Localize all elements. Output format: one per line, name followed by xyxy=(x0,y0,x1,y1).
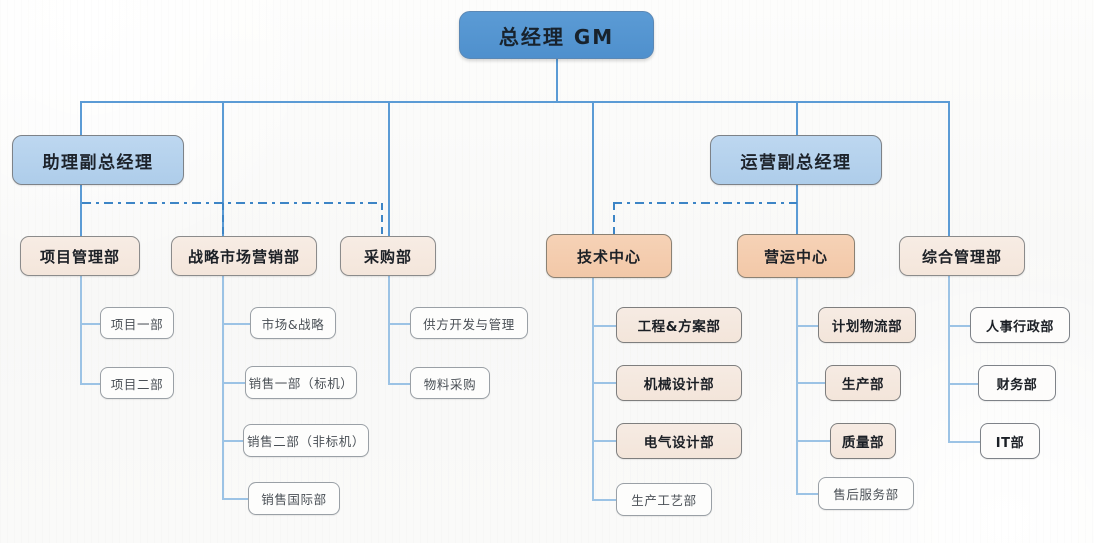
connector-stub-tech-4 xyxy=(592,499,616,501)
leaf-project-2[interactable]: 项目二部 xyxy=(100,367,174,399)
connector-drop-marketing xyxy=(222,101,224,237)
node-assistant-vp[interactable]: 助理副总经理 xyxy=(12,135,184,185)
leaf-ops-4[interactable]: 售后服务部 xyxy=(818,477,914,510)
connector-stub-admin-1 xyxy=(948,325,970,327)
leaf-purchasing-2[interactable]: 物料采购 xyxy=(410,367,490,399)
connector-stub-admin-2 xyxy=(948,383,978,385)
connector-spine-admin xyxy=(948,276,950,442)
connector-drop-purchasing xyxy=(388,101,390,237)
connector-spine-marketing xyxy=(222,276,224,500)
leaf-admin-1[interactable]: 人事行政部 xyxy=(970,307,1070,343)
connector-stub-marketing-4 xyxy=(222,498,248,500)
connector-stub-project-1 xyxy=(80,323,100,325)
connector-stub-tech-2 xyxy=(592,382,616,384)
connector-dotted-drop-tech xyxy=(613,203,615,239)
node-purchasing-dept[interactable]: 采购部 xyxy=(340,236,436,276)
node-strategic-marketing-dept[interactable]: 战略市场营销部 xyxy=(171,236,317,276)
leaf-ops-3[interactable]: 质量部 xyxy=(830,423,896,459)
leaf-project-1[interactable]: 项目一部 xyxy=(100,307,174,339)
connector-stub-marketing-3 xyxy=(222,440,243,442)
leaf-ops-1[interactable]: 计划物流部 xyxy=(818,307,916,343)
connector-spine-purchasing xyxy=(388,276,390,384)
connector-dotted-drop-marketing xyxy=(222,203,224,239)
node-general-admin-dept[interactable]: 综合管理部 xyxy=(899,236,1025,276)
connector-spine-project xyxy=(80,276,82,385)
leaf-ops-2[interactable]: 生产部 xyxy=(825,365,901,401)
connector-spine-tech xyxy=(592,276,594,500)
node-general-manager[interactable]: 总经理 GM xyxy=(459,11,654,59)
leaf-admin-2[interactable]: 财务部 xyxy=(978,365,1056,401)
connector-stub-ops-3 xyxy=(796,440,830,442)
leaf-marketing-2[interactable]: 销售一部（标机） xyxy=(245,366,357,399)
connector-dotted-right-group xyxy=(613,202,797,204)
leaf-tech-1[interactable]: 工程&方案部 xyxy=(616,307,742,343)
connector-dotted-drop-purchasing xyxy=(381,203,383,239)
leaf-tech-4[interactable]: 生产工艺部 xyxy=(616,483,712,516)
connector-stub-purchasing-2 xyxy=(388,383,410,385)
leaf-admin-3[interactable]: IT部 xyxy=(980,423,1040,459)
connector-main-bus xyxy=(80,101,948,103)
connector-gm-trunk xyxy=(556,58,558,102)
connector-stub-ops-2 xyxy=(796,382,825,384)
node-operations-vp[interactable]: 运营副总经理 xyxy=(710,135,882,185)
node-operations-center[interactable]: 营运中心 xyxy=(737,234,855,278)
leaf-purchasing-1[interactable]: 供方开发与管理 xyxy=(410,307,528,339)
connector-stub-tech-1 xyxy=(592,325,616,327)
connector-dotted-left-group xyxy=(82,202,382,204)
leaf-marketing-4[interactable]: 销售国际部 xyxy=(248,482,340,515)
connector-stub-project-2 xyxy=(80,383,100,385)
leaf-marketing-3[interactable]: 销售二部（非标机） xyxy=(243,424,369,457)
leaf-tech-3[interactable]: 电气设计部 xyxy=(616,423,742,459)
connector-spine-ops xyxy=(796,276,798,493)
connector-drop-tech-center xyxy=(592,101,594,237)
connector-drop-general-admin xyxy=(948,101,950,237)
leaf-tech-2[interactable]: 机械设计部 xyxy=(616,365,742,401)
connector-stub-purchasing-1 xyxy=(388,323,410,325)
connector-stub-marketing-2 xyxy=(222,382,245,384)
leaf-marketing-1[interactable]: 市场&战略 xyxy=(250,307,336,339)
connector-stub-ops-4 xyxy=(796,493,818,495)
connector-stub-ops-1 xyxy=(796,325,818,327)
node-technical-center[interactable]: 技术中心 xyxy=(546,234,672,278)
connector-stub-marketing-1 xyxy=(222,323,250,325)
connector-stub-admin-3 xyxy=(948,441,980,443)
connector-stub-tech-3 xyxy=(592,440,616,442)
node-project-management-dept[interactable]: 项目管理部 xyxy=(20,236,140,276)
